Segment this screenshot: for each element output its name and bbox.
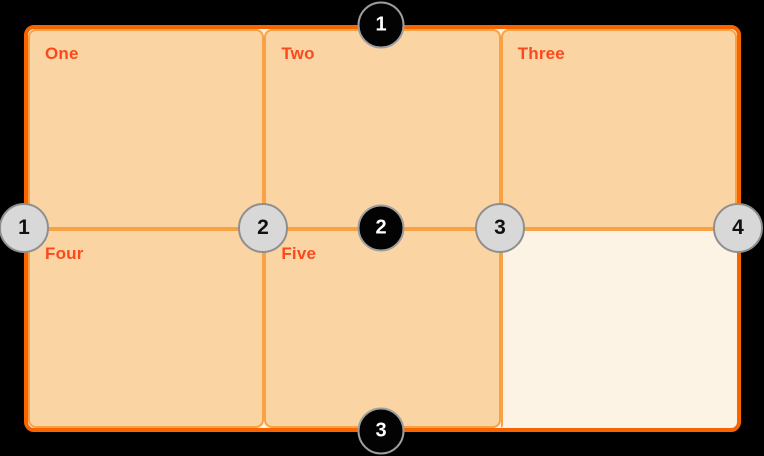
grid-container: One Two Three Four Five [24,25,741,432]
column-line-badge-2: 2 [238,203,288,253]
grid-cell-three: Three [500,29,737,229]
grid: One Two Three Four Five [28,29,737,428]
cell-label-two: Two [281,44,315,63]
grid-cell-empty [500,228,737,428]
row-line-badge-3: 3 [357,407,405,455]
column-line-badge-4: 4 [713,203,763,253]
column-line-badge-3: 3 [475,203,525,253]
row-line-badge-2: 2 [357,204,405,252]
cell-label-four: Four [45,243,84,263]
row-line-badge-1: 1 [357,1,405,49]
cell-label-five: Five [281,243,317,263]
grid-cell-one: One [28,29,265,229]
grid-cell-two: Two [264,29,501,229]
grid-cell-five: Five [264,228,501,428]
column-line-badge-1: 1 [0,203,49,253]
cell-label-one: One [45,44,79,63]
grid-cell-four: Four [28,228,265,428]
cell-label-three: Three [517,44,565,63]
